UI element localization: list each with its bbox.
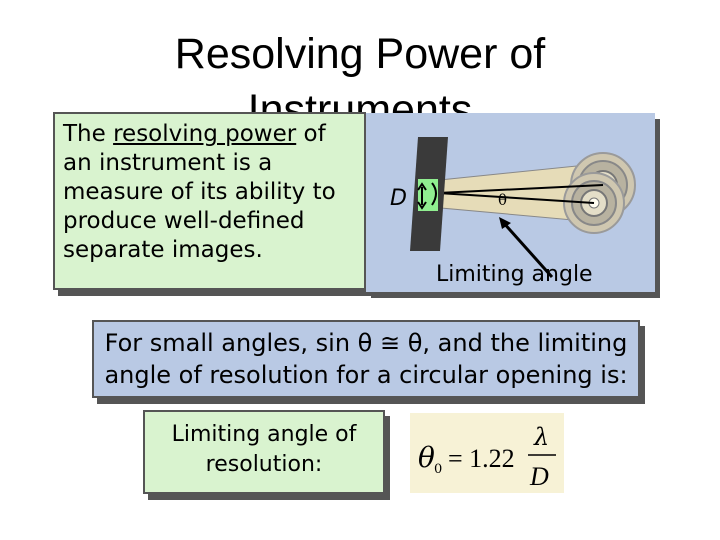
definition-text-2: of an instrument is a measure of its abi…	[63, 121, 336, 263]
formula-box: θ 0 = 1.22 λ D	[410, 413, 564, 493]
title-line-1: Resolving Power of	[174, 30, 546, 78]
formula-denominator: D	[529, 462, 549, 491]
formula-subscript: 0	[434, 462, 442, 477]
formula-numerator: λ	[533, 423, 549, 451]
page-title: Resolving Power of Instruments	[0, 26, 720, 138]
lens-arc-icon	[431, 182, 437, 206]
ray-lower	[437, 192, 595, 204]
formula-theta: θ	[418, 441, 435, 474]
definition-box: The resolving power of an instrument is …	[53, 112, 366, 290]
theta-label: θ	[498, 191, 507, 209]
pointer-arrowhead-icon	[499, 217, 511, 229]
aperture-diagram: D θ Limiting angle	[390, 137, 636, 287]
limiting-angle-box: Limiting angle of resolution:	[143, 410, 385, 494]
resolution-formula: θ 0 = 1.22 λ D	[418, 423, 556, 491]
diameter-label: D	[390, 186, 407, 211]
formula-coefficient: = 1.22	[448, 444, 515, 473]
limiting-angle-label: Limiting angle of resolution:	[171, 422, 357, 477]
note-box: For small angles, sin θ ≅ θ, and the lim…	[92, 320, 640, 398]
arrow-up-icon	[417, 182, 427, 191]
pointer-line	[500, 220, 554, 278]
definition-text-1: The	[63, 121, 114, 147]
arrow-down-icon	[417, 201, 427, 210]
limiting-angle-caption: Limiting angle	[436, 262, 593, 287]
ray-upper	[437, 184, 604, 194]
note-text: For small angles, sin θ ≅ θ, and the lim…	[104, 329, 628, 389]
definition-underlined: resolving power	[113, 121, 297, 147]
diffraction-rings	[563, 152, 636, 234]
diagram-panel: D θ Limiting angle	[366, 113, 655, 292]
